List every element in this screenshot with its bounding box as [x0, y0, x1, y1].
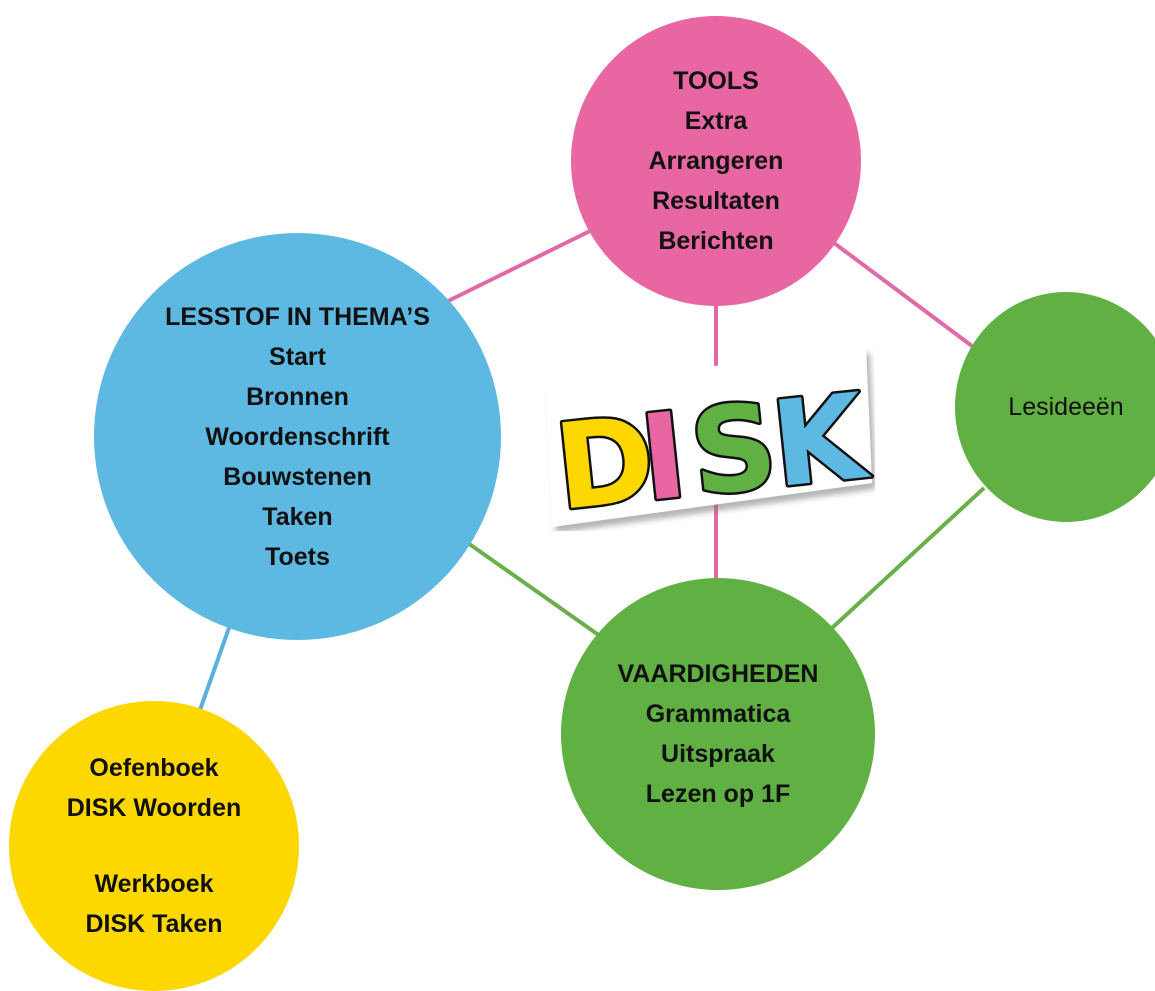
tools-item-berichten: Berichten — [658, 227, 774, 255]
connector-lesideeen-vaardigheden — [830, 486, 986, 630]
lesstof-item-bouwstenen: Bouwstenen — [223, 462, 372, 491]
tools-node: TOOLS Extra Arrangeren Resultaten Berich… — [571, 16, 861, 306]
lesideeen-title: Lesideeën — [1008, 393, 1124, 421]
vaardigheden-item-grammatica: Grammatica — [645, 700, 791, 728]
tools-title: TOOLS — [673, 67, 759, 95]
logo-letter-d: D — [549, 389, 661, 531]
oefenboek-node: Oefenboek DISK Woorden Werkboek DISK Tak… — [9, 701, 299, 991]
connector-lesstof-vaardigheden — [456, 534, 602, 638]
lesstof-node: LESSTOF IN THEMA’S Start Bronnen Woorden… — [94, 233, 501, 640]
tools-item-resultaten: Resultaten — [652, 187, 780, 215]
lesideeen-node: Lesideeën — [955, 292, 1155, 522]
tools-item-extra: Extra — [684, 107, 748, 135]
logo-letter-s: S — [684, 377, 783, 523]
vaardigheden-item-uitspraak: Uitspraak — [661, 740, 775, 768]
lesstof-title: LESSTOF IN THEMA’S — [165, 302, 430, 331]
oefenboek-item-oefenboek: Oefenboek — [89, 754, 219, 782]
disk-logo: D I S K — [546, 347, 875, 531]
vaardigheden-node: VAARDIGHEDEN Grammatica Uitspraak Lezen … — [561, 578, 875, 890]
lesstof-item-bronnen: Bronnen — [246, 382, 349, 411]
lesstof-item-start: Start — [269, 342, 326, 371]
oefenboek-item-disk-woorden: DISK Woorden — [66, 794, 242, 822]
logo-letter-k: K — [766, 367, 875, 514]
vaardigheden-item-lezen: Lezen op 1F — [645, 780, 791, 808]
tools-item-arrangeren: Arrangeren — [648, 147, 784, 175]
lesstof-item-woordenschrift: Woordenschrift — [205, 422, 390, 451]
lesstof-item-taken: Taken — [262, 502, 333, 531]
lesstof-item-toets: Toets — [265, 542, 330, 571]
connector-tools-lesstof — [441, 227, 595, 306]
vaardigheden-title: VAARDIGHEDEN — [617, 660, 819, 688]
logo-backplate — [546, 347, 872, 527]
oefenboek-item-werkboek: Werkboek — [94, 870, 214, 898]
connector-tools-lesideeen — [828, 238, 982, 354]
oefenboek-item-disk-taken: DISK Taken — [85, 910, 223, 938]
